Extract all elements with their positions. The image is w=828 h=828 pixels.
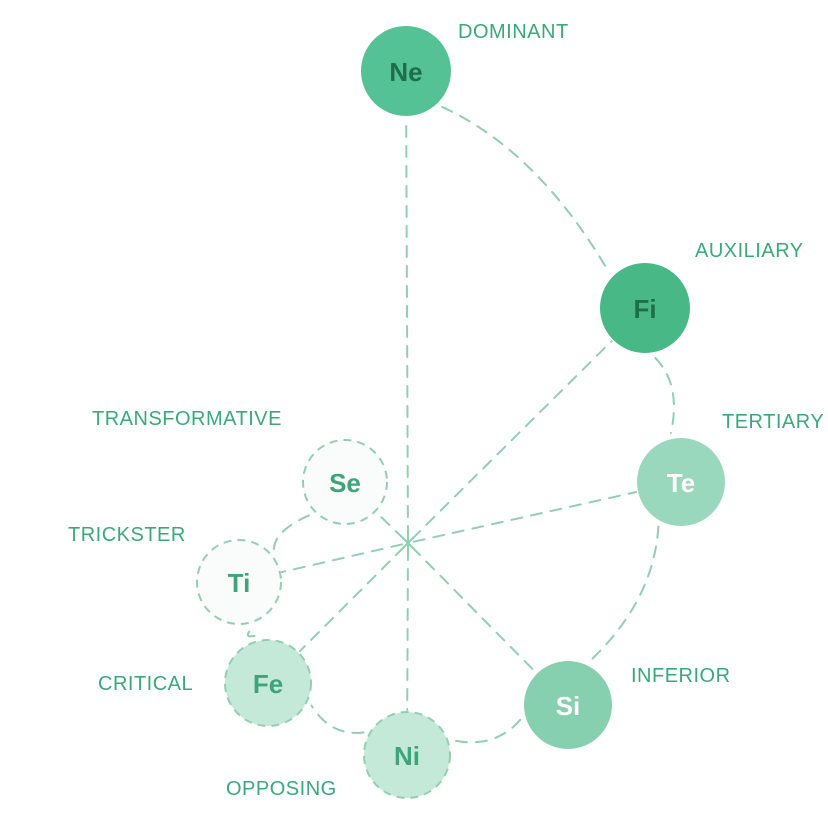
arc-fi-te [654, 356, 675, 435]
center-star-icon [401, 535, 415, 551]
spoke-line-fe [298, 546, 405, 653]
function-circle-si [524, 661, 612, 749]
role-label-fe: CRITICAL [98, 673, 193, 695]
connector-lines [246, 105, 675, 744]
function-node-fi: Fi [600, 263, 690, 353]
spoke-line-se [375, 511, 405, 540]
function-code-si: Si [556, 691, 581, 721]
function-circle-se [302, 439, 388, 525]
function-code-se: Se [329, 468, 361, 498]
function-circle-ni [363, 711, 451, 799]
spoke-line-ti [280, 543, 404, 574]
function-node-ni: Ni [363, 711, 451, 799]
function-node-te: Te [637, 438, 725, 526]
function-circle-ne [361, 26, 451, 116]
function-node-ti: Ti [196, 539, 282, 625]
spoke-line-ni [406, 547, 409, 712]
spoke-line-si [411, 546, 537, 674]
role-label-fi: AUXILIARY [695, 240, 804, 262]
spoke-line-te [412, 491, 638, 543]
function-node-fe: Fe [224, 639, 312, 727]
arc-fe-ti [246, 627, 256, 638]
role-label-ni: OPPOSING [226, 778, 337, 800]
role-labels: DOMINANT AUXILIARY TERTIARY INFERIOR OPPOSIN… [68, 21, 824, 800]
function-node-se: Se [302, 439, 388, 525]
role-label-ti: TRICKSTER [68, 524, 186, 546]
arc-ti-se [272, 513, 312, 551]
role-label-te: TERTIARY [722, 411, 824, 433]
function-node-ne: Ne [361, 26, 451, 116]
arc-ne-fi [441, 105, 610, 274]
arc-si-ni [452, 718, 522, 744]
function-code-ti: Ti [228, 568, 251, 598]
function-code-fi: Fi [633, 294, 656, 324]
spoke-line-ne [405, 116, 409, 539]
function-node-si: Si [524, 661, 612, 749]
role-label-si: INFERIOR [631, 665, 731, 687]
arc-ni-fe [310, 704, 365, 734]
function-code-ne: Ne [389, 57, 422, 87]
function-code-ni: Ni [394, 741, 420, 771]
arc-te-si [589, 525, 660, 662]
function-circle-ti [196, 539, 282, 625]
role-label-ne: DOMINANT [458, 21, 569, 43]
function-code-fe: Fe [253, 669, 283, 699]
role-label-se: TRANSFORMATIVE [92, 408, 282, 430]
function-circle-fi [600, 263, 690, 353]
function-circle-te [637, 438, 725, 526]
function-code-te: Te [667, 468, 695, 498]
spoke-line-fi [411, 340, 613, 540]
function-circle-fe [224, 639, 312, 727]
